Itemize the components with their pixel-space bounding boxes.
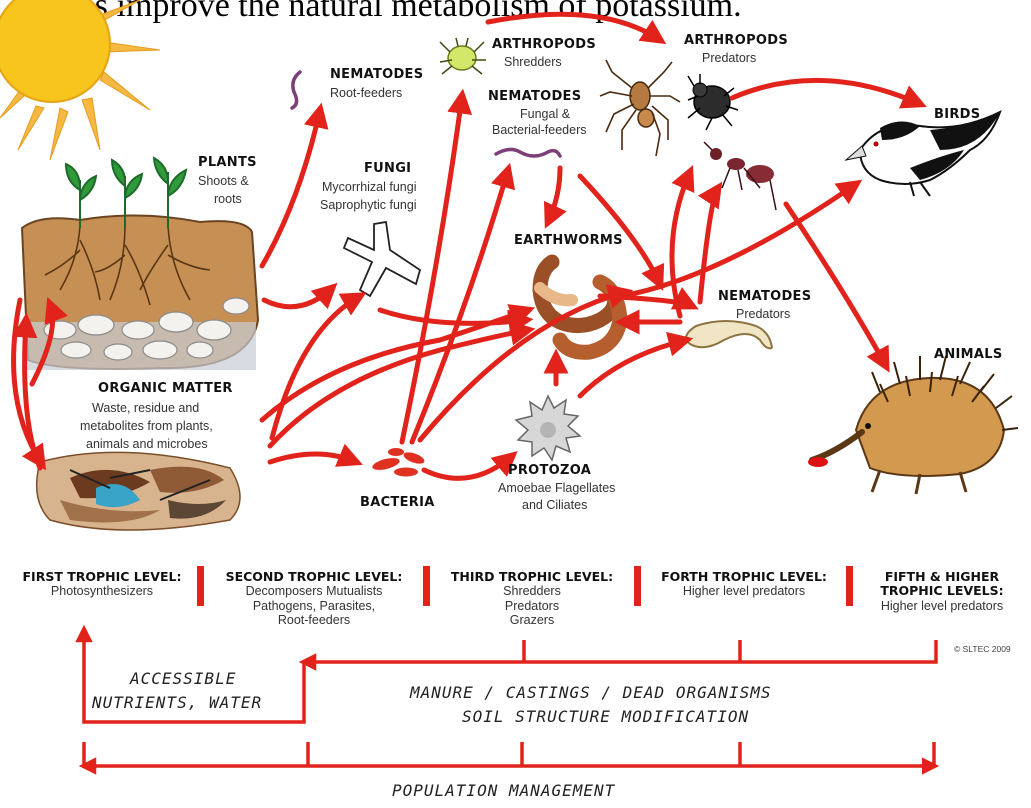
organic-matter-sub3: animals and microbes <box>86 437 208 451</box>
organic-matter-sub1: Waste, residue and <box>92 401 199 415</box>
trophic-level-title-2: TROPHIC LEVELS: <box>856 584 1028 598</box>
trophic-level-line: Shredders <box>432 584 632 598</box>
earthworms-title: EARTHWORMS <box>514 234 623 249</box>
spider-icon <box>600 60 680 156</box>
protozoa-icon <box>516 396 580 460</box>
trophic-level-3: THIRD TROPHIC LEVEL: Shredders Predators… <box>432 570 632 628</box>
nematodes-root-sub: Root-feeders <box>330 86 402 100</box>
trophic-level-1: FIRST TROPHIC LEVEL: Photosynthesizers <box>8 570 196 599</box>
trophic-level-line: Higher level predators <box>856 599 1028 613</box>
arthropods-shredders-sub: Shredders <box>504 55 562 69</box>
trophic-level-title: FIRST TROPHIC LEVEL: <box>8 570 196 584</box>
trophic-level-title: FIFTH & HIGHER <box>856 570 1028 584</box>
population-management-label: POPULATION MANAGEMENT <box>392 782 615 800</box>
mite-icon <box>440 38 486 74</box>
nematodes-predators-sub: Predators <box>736 307 790 321</box>
arthropods-predators-sub: Predators <box>702 51 756 65</box>
nematodes-fungal-sub1: Fungal & <box>520 107 570 121</box>
manure-label: MANURE / CASTINGS / DEAD ORGANISMS <box>410 684 772 702</box>
accessible-label-2: NUTRIENTS, WATER <box>92 694 262 712</box>
trophic-level-line: Root-feeders <box>206 613 422 627</box>
trophic-level-2: SECOND TROPHIC LEVEL: Decomposers Mutual… <box>206 570 422 628</box>
birds-title: BIRDS <box>934 108 980 123</box>
arthropods-predators-title: ARTHROPODS <box>684 34 788 49</box>
nematodes-fungal-sub2: Bacterial-feeders <box>492 123 587 137</box>
organic-matter-sub2: metabolites from plants, <box>80 419 213 433</box>
magpie-icon <box>846 112 1000 196</box>
protozoa-sub1: Amoebae Flagellates <box>498 481 615 495</box>
sun-icon <box>0 0 160 160</box>
protozoa-sub2: and Ciliates <box>522 498 587 512</box>
bacteria-title: BACTERIA <box>360 496 435 511</box>
trophic-level-title: THIRD TROPHIC LEVEL: <box>432 570 632 584</box>
nematodes-fungal-title: NEMATODES <box>488 90 581 105</box>
trophic-level-title: FORTH TROPHIC LEVEL: <box>643 570 845 584</box>
trophic-level-line: Photosynthesizers <box>8 584 196 598</box>
fungi-title: FUNGI <box>364 162 411 177</box>
soil-structure-label: SOIL STRUCTURE MODIFICATION <box>462 708 749 726</box>
accessible-label-1: ACCESSIBLE <box>130 670 236 688</box>
fungi-sub1: Mycorrhizal fungi <box>322 180 416 194</box>
nematode-icon <box>292 72 300 108</box>
nematode-icon <box>496 149 560 156</box>
trophic-level-4: FORTH TROPHIC LEVEL: Higher level predat… <box>643 570 845 599</box>
arthropods-shredders-title: ARTHROPODS <box>492 38 596 53</box>
organic-matter-icon <box>37 452 240 530</box>
protozoa-title: PROTOZOA <box>508 464 591 479</box>
echidna-icon <box>808 356 1018 494</box>
plants-sub2: roots <box>214 192 242 206</box>
animals-title: ANIMALS <box>934 348 1003 363</box>
plants-sub1: Shoots & <box>198 174 249 188</box>
nematodes-predators-title: NEMATODES <box>718 290 811 305</box>
soil-icon <box>22 215 258 370</box>
copyright-credit: © SLTEC 2009 <box>954 645 1011 655</box>
trophic-level-line: Predators <box>432 599 632 613</box>
trophic-level-title: SECOND TROPHIC LEVEL: <box>206 570 422 584</box>
trophic-level-5: FIFTH & HIGHER TROPHIC LEVELS: Higher le… <box>856 570 1028 613</box>
fungi-sub2: Saprophytic fungi <box>320 198 417 212</box>
organic-matter-title: ORGANIC MATTER <box>98 382 233 397</box>
plant-icon <box>66 158 186 228</box>
trophic-level-line: Higher level predators <box>643 584 845 598</box>
trophic-level-line: Decomposers Mutualists <box>206 584 422 598</box>
bacteria-icon <box>371 448 426 477</box>
beetle-icon <box>688 74 738 130</box>
fungi-icon <box>344 222 420 296</box>
nematodes-root-title: NEMATODES <box>330 68 423 83</box>
plants-title: PLANTS <box>198 156 257 171</box>
nematode-predator-icon <box>686 321 772 348</box>
trophic-level-line: Pathogens, Parasites, <box>206 599 422 613</box>
trophic-level-line: Grazers <box>432 613 632 627</box>
